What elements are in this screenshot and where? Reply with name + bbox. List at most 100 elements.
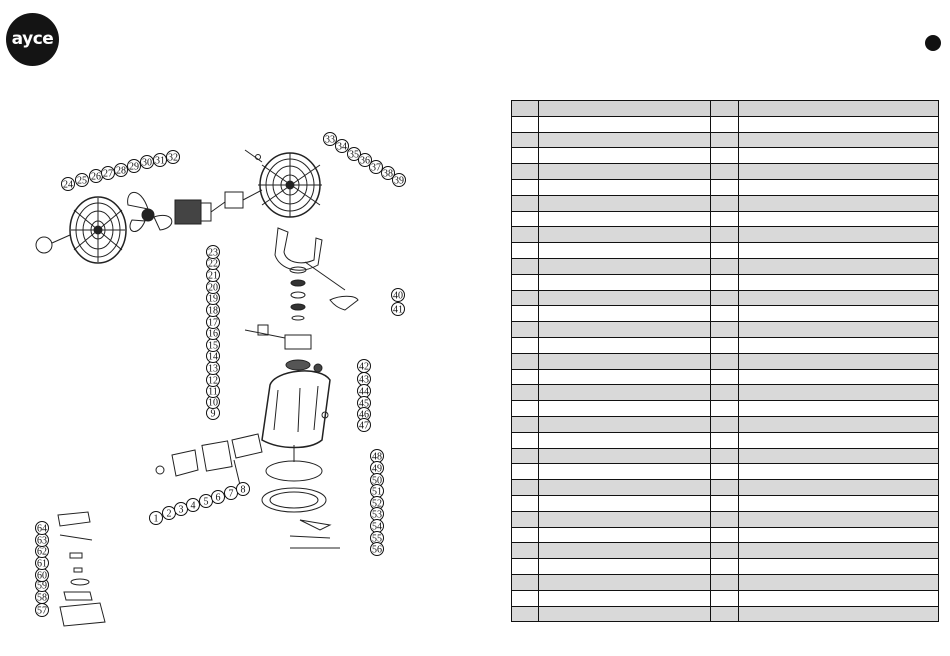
callout-number: 10 — [208, 398, 218, 409]
callout-number: 51 — [372, 487, 382, 498]
callout-number: 18 — [208, 306, 218, 317]
table-cell — [710, 163, 739, 180]
table-cell — [511, 368, 539, 386]
callout-number: 22 — [208, 259, 218, 270]
table-cell — [511, 463, 539, 481]
callout-circle — [153, 153, 167, 167]
callout-circle — [236, 482, 250, 496]
callout-circle — [149, 511, 163, 525]
callout-number: 3 — [179, 505, 184, 516]
table-cell — [738, 431, 939, 449]
table-cell — [538, 352, 711, 370]
table-cell — [511, 400, 539, 417]
callout-number: 55 — [372, 534, 382, 545]
callout-number: 13 — [208, 364, 218, 375]
table-cell — [538, 384, 711, 402]
table-cell — [738, 510, 939, 528]
table-row — [511, 194, 939, 212]
table-row — [511, 494, 939, 512]
table-row — [511, 415, 939, 433]
header-part-right — [738, 100, 939, 117]
table-cell — [738, 589, 939, 607]
callout-number: 23 — [208, 248, 218, 259]
table-cell — [738, 305, 939, 323]
table-cell — [738, 210, 939, 228]
table-cell — [710, 273, 739, 291]
table-row — [511, 558, 939, 575]
page-marker-dot — [925, 35, 941, 51]
callout-number: 61 — [37, 559, 47, 570]
table-cell — [738, 463, 939, 481]
callout-number: 46 — [359, 410, 369, 421]
table-cell — [710, 210, 739, 228]
table-row — [511, 384, 939, 402]
callout-circle — [61, 177, 75, 191]
control-panel — [155, 433, 263, 486]
table-cell — [511, 178, 539, 196]
table-cell — [511, 573, 539, 591]
callout-number: 40 — [393, 291, 403, 302]
table-cell — [511, 321, 539, 338]
table-row — [511, 163, 939, 180]
fan-body — [261, 363, 331, 449]
table-row — [511, 226, 939, 244]
callout-number: 1 — [154, 514, 159, 525]
table-cell — [738, 273, 939, 291]
callout-number: 25 — [77, 176, 87, 187]
table-row — [511, 147, 939, 165]
table-cell — [511, 605, 539, 623]
parts-table-header — [511, 100, 939, 117]
table-cell — [738, 542, 939, 560]
callout-number: 45 — [359, 399, 369, 410]
callout-circle — [101, 166, 115, 180]
table-row — [511, 352, 939, 370]
table-row — [511, 305, 939, 323]
table-cell — [738, 336, 939, 354]
callout-number: 42 — [359, 362, 369, 373]
table-cell — [710, 526, 739, 544]
table-cell — [710, 226, 739, 244]
brand-logo-text: ayce — [11, 28, 54, 49]
table-cell — [538, 131, 711, 149]
callout-number: 21 — [208, 271, 218, 282]
table-cell — [710, 510, 739, 528]
table-cell — [710, 257, 739, 275]
table-cell — [538, 526, 711, 544]
table-cell — [710, 178, 739, 196]
table-cell — [710, 336, 739, 354]
table-row — [511, 542, 939, 560]
callout-number: 36 — [360, 156, 370, 167]
table-row — [511, 368, 939, 386]
callout-circle — [369, 160, 383, 174]
table-row — [511, 273, 939, 291]
callout-number: 33 — [325, 135, 335, 146]
callout-number: 41 — [393, 305, 403, 316]
table-cell — [511, 526, 539, 544]
front-grille — [35, 196, 127, 264]
table-row — [511, 242, 939, 259]
table-cell — [738, 526, 939, 544]
callout-number: 32 — [168, 153, 178, 164]
table-cell — [538, 542, 711, 560]
callout-circle — [114, 163, 128, 177]
callout-number: 29 — [129, 162, 139, 173]
callout-number: 7 — [229, 489, 234, 500]
table-cell — [738, 321, 939, 338]
table-row — [511, 431, 939, 449]
table-cell — [511, 384, 539, 402]
table-row — [511, 463, 939, 481]
callout-circle — [127, 159, 141, 173]
table-cell — [511, 494, 539, 512]
callout-number: 60 — [37, 571, 47, 582]
header-no-left — [511, 100, 539, 117]
table-cell — [538, 305, 711, 323]
table-cell — [710, 194, 739, 212]
table-cell — [511, 479, 539, 496]
callout-number: 48 — [372, 452, 382, 463]
table-cell — [710, 305, 739, 323]
table-cell — [710, 384, 739, 402]
table-cell — [738, 447, 939, 465]
callout-circle — [370, 542, 384, 556]
table-cell — [710, 352, 739, 370]
